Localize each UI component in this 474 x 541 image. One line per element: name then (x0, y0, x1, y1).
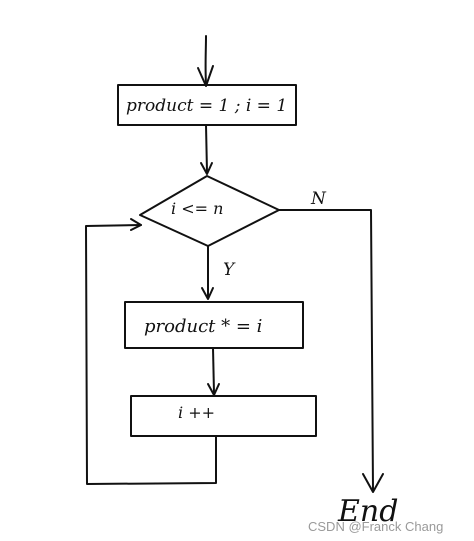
end-label: End (337, 494, 398, 529)
watermark: CSDN @Franck Chang (308, 519, 443, 534)
no-branch-label: N (310, 189, 327, 209)
init-box: product = 1 ; i = 1 (117, 84, 297, 126)
arrow-init-to-decision (200, 124, 213, 175)
decision-label: i <= n (171, 199, 223, 218)
arrow-multiply-to-increment (207, 347, 220, 396)
multiply-box-label: product * = i (144, 316, 262, 337)
multiply-box: product * = i (124, 301, 304, 349)
decision-diamond: i <= n (139, 175, 280, 247)
init-box-label: product = 1 ; i = 1 (126, 96, 287, 116)
yes-branch-label: Y (223, 260, 236, 280)
loop-back-line (85, 218, 217, 485)
no-branch-line (278, 209, 384, 493)
entry-arrow (197, 35, 214, 87)
yes-branch-arrow (201, 245, 214, 300)
increment-box-label: i ++ (178, 403, 215, 422)
increment-box: i ++ (130, 395, 317, 437)
